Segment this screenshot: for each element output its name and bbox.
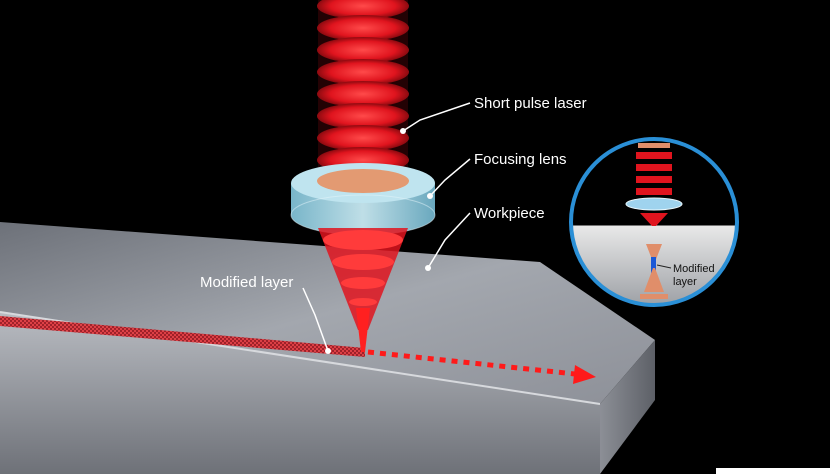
inset-magnified-view: Modified layer — [569, 137, 739, 307]
focused-beam — [318, 228, 408, 352]
workpiece — [0, 222, 655, 474]
leader-lines — [302, 102, 471, 352]
workpiece-top-face — [0, 222, 655, 404]
leader-dot-lens — [427, 193, 433, 199]
leader-modified — [302, 287, 329, 352]
leader-dot-workpiece — [425, 265, 431, 271]
label-modified-layer: Modified layer — [200, 274, 293, 291]
leader-lens — [429, 158, 471, 197]
modified-layer-trail — [0, 316, 365, 357]
focusing-lens — [290, 163, 436, 236]
label-workpiece: Workpiece — [474, 205, 545, 222]
leader-dot-modified — [325, 348, 331, 354]
corner-bar — [716, 468, 830, 474]
workpiece-front-face — [0, 312, 600, 474]
inset-label-layer: layer — [673, 276, 697, 288]
leader-workpiece — [427, 212, 471, 269]
workpiece-side-face — [600, 340, 655, 474]
label-short-pulse-laser: Short pulse laser — [474, 95, 587, 112]
leader-dot-laser — [400, 128, 406, 134]
laser-beam — [317, 0, 409, 178]
label-focusing-lens: Focusing lens — [474, 151, 567, 168]
inset-label-modified: Modified — [673, 263, 715, 275]
scan-direction-arrow — [367, 349, 596, 384]
leader-laser — [402, 102, 471, 132]
